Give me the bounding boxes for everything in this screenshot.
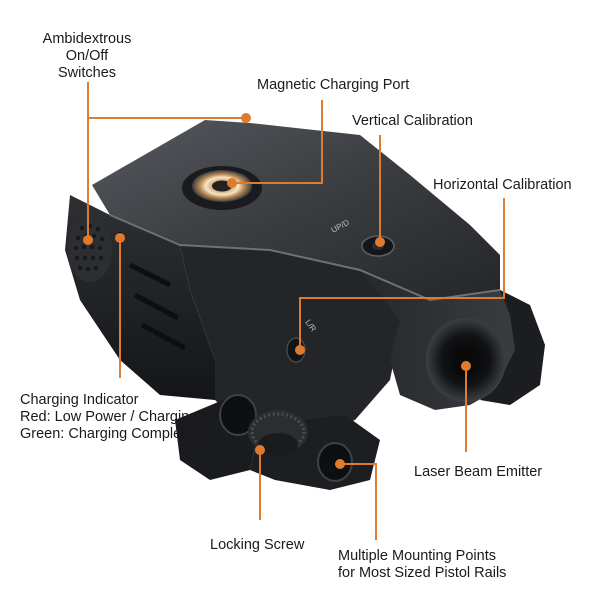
mounting-point-right xyxy=(317,442,353,482)
rail-clamp xyxy=(480,290,545,405)
laser-device: UP/D L/R xyxy=(65,120,545,490)
locking-screw xyxy=(248,410,308,457)
callout-switches: Ambidextrous On/Off Switches xyxy=(42,31,132,81)
callout-vertical-calibration: Vertical Calibration xyxy=(352,113,473,129)
ambidextrous-switch xyxy=(68,218,112,282)
callout-laser-emitter: Laser Beam Emitter xyxy=(414,464,543,480)
leader-lines xyxy=(83,82,505,540)
callout-mounting-points: Multiple Mounting Points for Most Sized … xyxy=(338,548,507,581)
magnetic-charging-port xyxy=(182,166,262,210)
device-top xyxy=(92,120,500,300)
mounting-point-left xyxy=(219,394,257,436)
callout-charging-port: Magnetic Charging Port xyxy=(257,77,410,93)
callout-locking-screw: Locking Screw xyxy=(210,537,305,553)
callout-charging-indicator: Charging Indicator Red: Low Power / Char… xyxy=(20,392,202,442)
callout-horizontal-calibration: Horizontal Calibration xyxy=(433,177,572,193)
